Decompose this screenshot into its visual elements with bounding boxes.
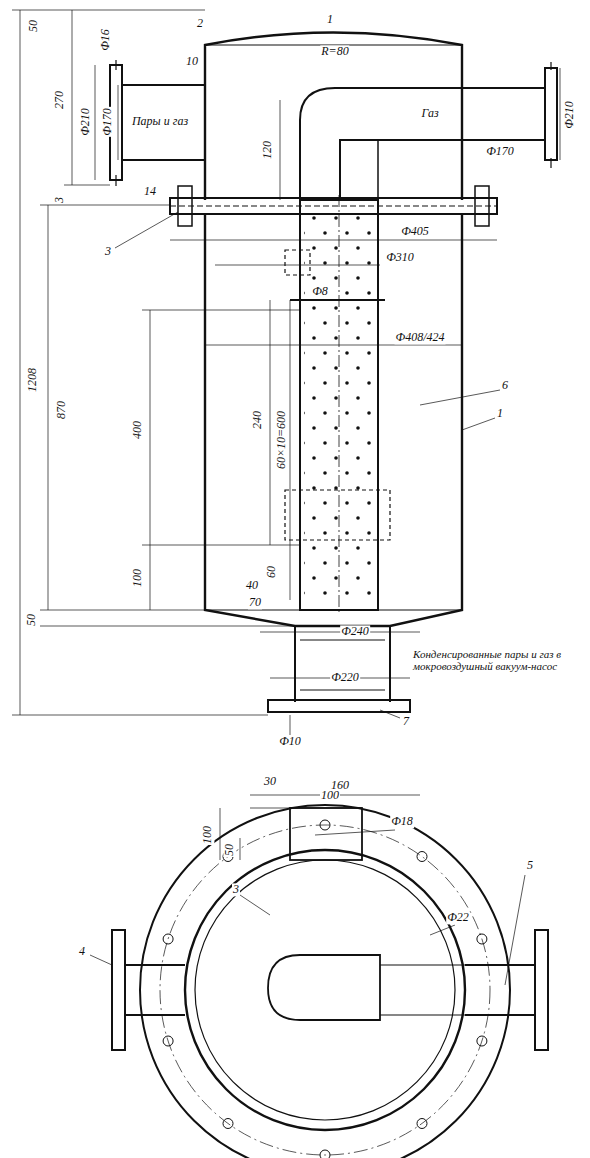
bolt-hole <box>320 820 330 830</box>
dimension-label: Пары и газ <box>131 115 189 128</box>
dimension-label: 14 <box>143 185 157 198</box>
dimension-label: Ф8 <box>311 285 329 298</box>
callout-number: 1 <box>326 13 334 26</box>
dimension-label: 100 <box>201 825 214 845</box>
dimension-label: 270 <box>53 90 66 110</box>
dimension-label: 100 <box>131 568 144 588</box>
dimension-label: Ф18 <box>390 815 414 828</box>
dimension-label: Ф240 <box>340 625 370 638</box>
dimension-label: Ф310 <box>385 251 415 264</box>
dimension-label: 60×10=600 <box>275 410 288 470</box>
callout-number: 3 <box>104 245 112 258</box>
bolt-hole <box>320 1150 330 1158</box>
dimension-label: 240 <box>251 410 264 430</box>
dimension-label: 400 <box>131 420 144 440</box>
dimension-label: 870 <box>55 400 68 420</box>
dimension-label: Ф170 <box>101 107 114 137</box>
bolt-hole <box>477 934 487 944</box>
dimension-label: Ф10 <box>278 735 302 748</box>
dimension-label: 50 <box>223 843 236 857</box>
dimension-label: 50 <box>25 613 38 627</box>
callout-number: 3 <box>232 883 240 896</box>
bolt-hole <box>417 852 427 862</box>
dimension-label: 70 <box>248 596 262 609</box>
dimension-label: Ф405 <box>400 225 430 238</box>
bolt-hole <box>163 934 173 944</box>
callout-number: 1 <box>496 407 504 420</box>
dimension-label: 10 <box>185 55 199 68</box>
dimension-label: Ф408/424 <box>395 331 446 344</box>
dimension-label: 30 <box>263 775 277 788</box>
dimension-label: Ф220 <box>330 671 360 684</box>
callout-number: 4 <box>78 945 86 958</box>
dimension-label: Ф170 <box>485 145 515 158</box>
dimension-label: Ф210 <box>79 107 92 137</box>
callout-number: 6 <box>501 379 509 392</box>
bolt-hole <box>417 1119 427 1129</box>
bolt-hole <box>477 1036 487 1046</box>
dimension-label: 50 <box>27 19 40 33</box>
bolt-hole <box>163 1036 173 1046</box>
dimension-label: R=80 <box>320 45 349 58</box>
bolt-hole <box>223 1119 233 1129</box>
callout-number: 7 <box>402 715 410 728</box>
dimension-label: Газ <box>420 107 439 120</box>
callout-number: 5 <box>526 859 534 872</box>
dimension-label: 1208 <box>26 367 39 393</box>
dimension-label: 40 <box>245 579 259 592</box>
dimension-label: 100 <box>320 789 340 802</box>
callout-number: 3 <box>53 196 66 204</box>
dimension-label: Ф210 <box>563 100 576 130</box>
dimension-label: 120 <box>261 140 274 160</box>
dimension-label: 60 <box>265 565 278 579</box>
dimension-label: Ф16 <box>99 28 112 52</box>
callout-number: 2 <box>196 17 204 30</box>
note-text: Конденсированные пары и газ в мокровозду… <box>412 648 564 672</box>
dimension-label: Ф22 <box>446 911 470 924</box>
